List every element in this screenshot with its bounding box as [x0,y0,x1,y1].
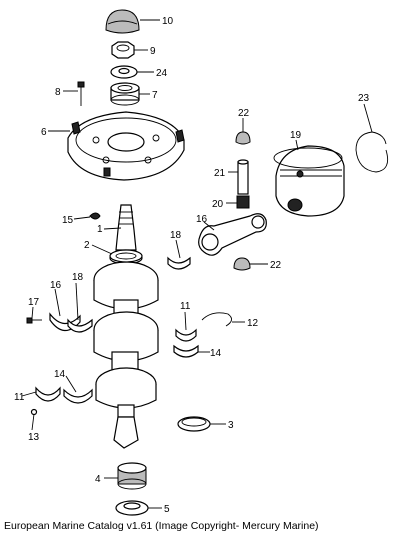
callout-3: 3 [228,420,234,431]
piston-ring-part-23 [355,131,389,173]
washer-part-24 [110,65,138,79]
leader-lines [21,19,373,509]
callout-2: 2 [84,240,90,251]
key-part-15 [89,212,101,220]
bearing-part-7 [110,82,140,106]
bearing-half-part-18 [167,256,191,270]
callout-17: 17 [28,297,40,308]
seal-part-5 [115,500,149,516]
callout-4: 4 [95,474,101,485]
bearing-half-part-14 [173,344,199,358]
callout-10: 10 [162,16,174,27]
bearing-cap-part-22 [233,257,251,271]
callout-21: 21 [214,168,226,179]
bearing-half-part-11 [35,386,61,402]
callout-22b: 22 [270,260,282,271]
callout-11b: 11 [14,392,25,403]
bearing-half-part-18 [67,318,93,333]
callout-11: 11 [180,301,191,312]
callout-18b: 18 [72,272,84,283]
callout-8: 8 [55,87,61,98]
seal-ring-part-3 [177,416,211,432]
callout-12: 12 [247,318,259,329]
plate-part-6 [67,111,185,181]
callout-7: 7 [152,90,158,101]
callout-6: 6 [41,127,47,138]
callout-15: 15 [62,215,74,226]
bearing-part-2 [109,249,143,263]
bearing-half-part-14 [63,388,93,404]
callout-1: 1 [97,224,103,235]
bearing-half-part-11 [175,328,197,342]
screw-part-8 [77,81,85,106]
callout-22: 22 [238,108,250,119]
callout-24: 24 [156,68,168,79]
callout-16: 16 [196,214,208,225]
callout-13: 13 [28,432,40,443]
clip-part-12 [201,312,232,327]
wrist-pin-part-21 [237,159,249,195]
callout-14: 14 [210,348,222,359]
needle-bearing-part-20 [236,195,250,209]
bearing-cap-part-22 [235,131,251,145]
roller-bearing-part-4 [117,462,147,490]
image-caption: European Marine Catalog v1.61 (Image Cop… [4,520,319,532]
callout-23: 23 [358,93,370,104]
callout-16b: 16 [50,280,62,291]
callout-20: 20 [212,199,224,210]
screw-part-17 [26,317,42,324]
nut-part-9 [111,41,135,59]
callout-labels: 10 9 24 8 7 6 22 23 19 21 20 15 1 16 2 1… [14,16,370,515]
cap-part-10 [105,9,140,34]
piston-part-19 [273,145,345,217]
callout-18: 18 [170,230,182,241]
callout-19: 19 [290,130,302,141]
connecting-rod-part-16 [198,213,267,256]
pin-part-13 [30,408,38,416]
callout-9: 9 [150,46,156,57]
callout-5: 5 [164,504,170,515]
crankshaft-part-1 [93,204,159,449]
callout-14b: 14 [54,369,66,380]
